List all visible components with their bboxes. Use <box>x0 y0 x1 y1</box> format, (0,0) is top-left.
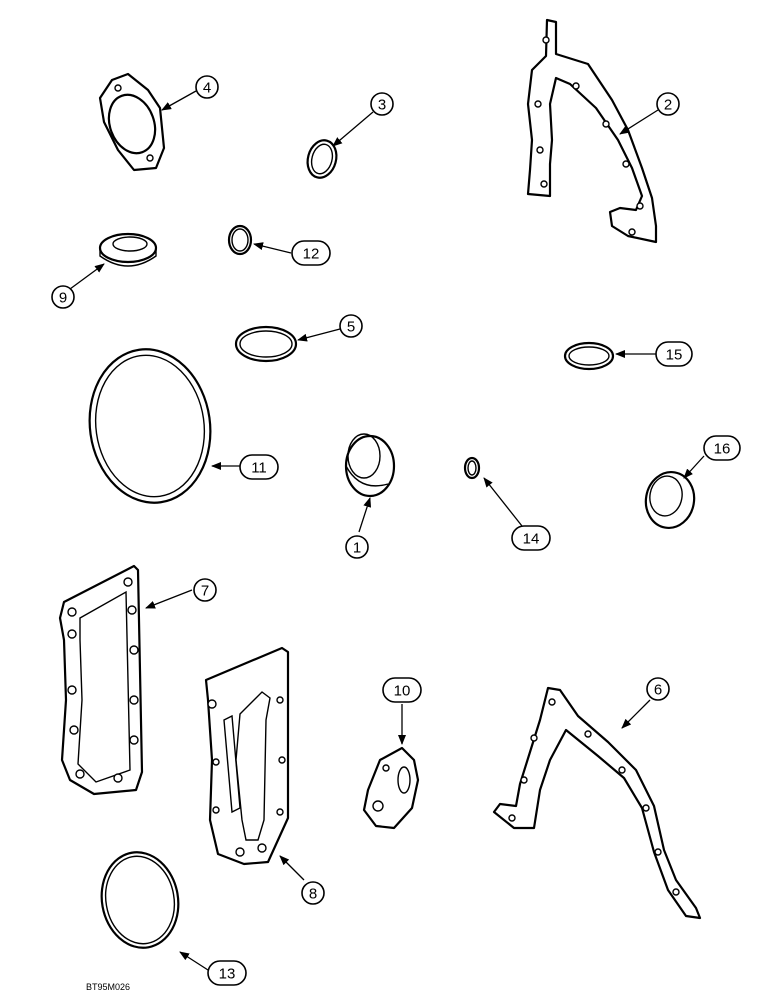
callout-13: 13 <box>207 960 247 986</box>
part-11-large-ring <box>88 348 212 504</box>
callout-1: 1 <box>345 535 369 559</box>
callout-6-label: 6 <box>654 682 662 699</box>
part-7-rectangular-gasket <box>58 564 144 796</box>
callout-3-label: 3 <box>378 97 386 114</box>
callout-11-label: 11 <box>251 460 267 477</box>
callout-12-label: 12 <box>303 246 320 263</box>
part-8-cooler-gasket <box>204 646 290 866</box>
callout-16: 16 <box>703 435 741 461</box>
callout-15: 15 <box>655 341 693 367</box>
callout-2-label: 2 <box>664 97 672 114</box>
part-14-o-ring <box>463 456 481 480</box>
callout-14: 14 <box>511 525 551 551</box>
part-15-oval-ring <box>563 341 615 371</box>
figure-code: BT95M026 <box>86 982 130 992</box>
callout-7: 7 <box>193 578 217 602</box>
part-2-front-cover-gasket <box>526 18 658 244</box>
callout-5-label: 5 <box>347 319 355 336</box>
part-5-oval-ring <box>234 325 298 363</box>
callout-15-label: 15 <box>666 347 683 364</box>
part-16-seal <box>644 471 696 529</box>
part-13-ring <box>100 851 180 949</box>
part-12-ring <box>227 224 253 256</box>
callout-1-label: 1 <box>353 540 361 557</box>
part-9-seal <box>98 232 158 267</box>
part-4-flange-gasket <box>98 72 166 172</box>
leader-lines <box>69 90 705 971</box>
callout-8: 8 <box>301 881 325 905</box>
callout-14-label: 14 <box>523 531 540 548</box>
callout-9: 9 <box>51 285 75 309</box>
callout-3: 3 <box>370 92 394 116</box>
part-10-small-gasket <box>362 746 420 830</box>
part-6-rear-cover-gasket <box>492 686 702 920</box>
callout-13-label: 13 <box>219 966 236 983</box>
callout-4-label: 4 <box>203 80 211 97</box>
callout-9-label: 9 <box>59 290 67 307</box>
callout-10: 10 <box>382 677 422 703</box>
callout-5: 5 <box>339 314 363 338</box>
callout-8-label: 8 <box>309 886 317 903</box>
callout-10-label: 10 <box>394 683 411 700</box>
part-3-ring <box>306 139 338 179</box>
callout-11: 11 <box>239 454 279 480</box>
callout-2: 2 <box>656 92 680 116</box>
callout-4: 4 <box>195 75 219 99</box>
callout-6: 6 <box>646 677 670 701</box>
callout-16-label: 16 <box>714 441 731 458</box>
part-1-seal <box>344 433 396 498</box>
callout-12: 12 <box>291 240 331 266</box>
callout-7-label: 7 <box>201 583 209 600</box>
